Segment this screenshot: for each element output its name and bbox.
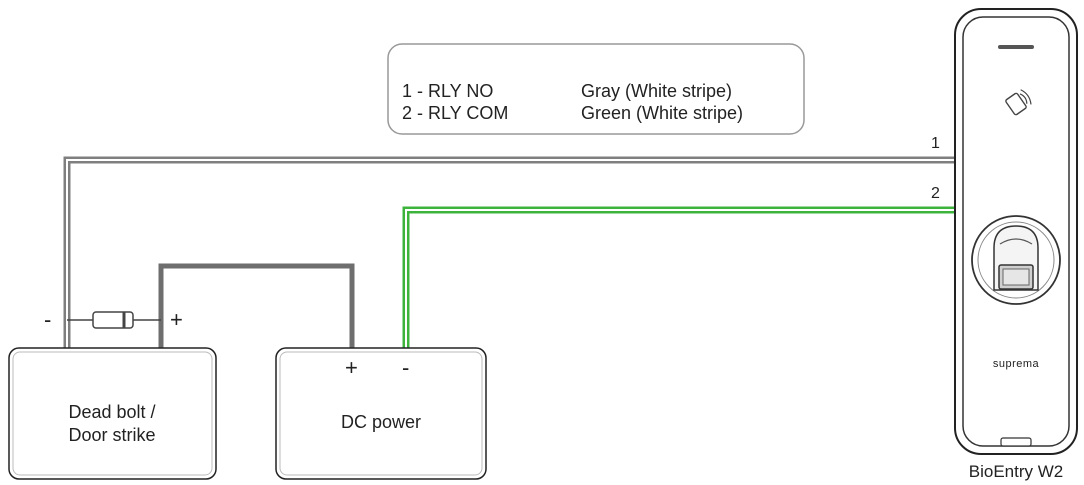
legend-row-2-color: Green (White stripe)	[581, 103, 743, 123]
deadbolt-name-line1: Dead bolt /	[68, 402, 155, 422]
diode	[67, 311, 161, 329]
wire-1-rly-no	[63, 156, 968, 350]
bioentry-device: suprema	[954, 8, 1078, 455]
wire-legend: 1 - RLY NO Gray (White stripe) 2 - RLY C…	[387, 43, 805, 135]
status-led	[998, 45, 1034, 49]
legend-row-1-pin: 1 - RLY NO	[402, 81, 493, 101]
dc-power-minus-label: -	[402, 355, 409, 380]
deadbolt-minus-label: -	[44, 307, 51, 332]
deadbolt-name-line2: Door strike	[68, 425, 155, 445]
power-wire	[158, 263, 355, 350]
wire-2-label: 2	[931, 185, 940, 202]
legend-row-2-pin: 2 - RLY COM	[402, 103, 508, 123]
deadbolt-box: Dead bolt / Door strike	[8, 347, 217, 480]
rfid-card-icon	[1005, 89, 1032, 116]
device-name-label: BioEntry W2	[969, 462, 1063, 481]
wire-1-label: 1	[931, 135, 940, 152]
device-brand-logo: suprema	[993, 358, 1040, 370]
legend-box	[387, 43, 805, 135]
device-bottom-notch	[1000, 437, 1032, 447]
fingerprint-sensor	[971, 215, 1061, 305]
dc-power-name: DC power	[341, 412, 421, 432]
deadbolt-plus-label: +	[170, 307, 183, 332]
dc-power-box: + - DC power	[275, 347, 487, 480]
wire-2-rly-com	[402, 206, 968, 350]
legend-row-1-color: Gray (White stripe)	[581, 81, 732, 101]
dc-power-plus-label: +	[345, 355, 358, 380]
